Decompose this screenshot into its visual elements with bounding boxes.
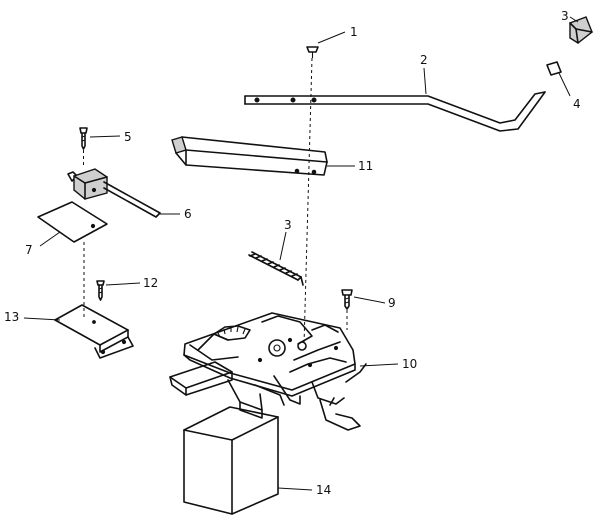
callout-11: 11 [358, 159, 373, 173]
part-3-spring [248, 251, 304, 286]
callout-6: 6 [184, 207, 192, 221]
part-11-channel [171, 136, 328, 176]
part-7-insulator-plate [37, 201, 108, 243]
callout-4: 4 [573, 97, 581, 111]
leader-lines [23, 16, 579, 491]
callout-5: 5 [124, 130, 132, 144]
callout-10: 10 [402, 357, 417, 371]
part-4-bushing [546, 61, 562, 76]
callout-14: 14 [316, 483, 331, 497]
part-5-screw [79, 127, 88, 150]
callout-13: 13 [4, 310, 19, 324]
part-12-screw [96, 280, 105, 301]
assembly-line-center [303, 57, 313, 346]
part-9-screw [341, 289, 353, 310]
callout-12: 12 [143, 276, 158, 290]
callout-3-spring: 3 [284, 218, 292, 232]
callout-3-cap: 3 [561, 9, 569, 23]
callout-labels: 1 2 3 4 5 6 7 11 3 12 9 13 10 14 [4, 9, 581, 497]
part-10-latch-base [169, 312, 367, 431]
switch-assembly [67, 168, 161, 218]
callout-1: 1 [350, 25, 358, 39]
part-13-bracket [54, 304, 134, 359]
callout-9: 9 [388, 296, 396, 310]
part-1-rivet [306, 46, 319, 58]
part-2-rod [244, 91, 546, 132]
callout-7: 7 [25, 243, 33, 257]
callout-2: 2 [420, 53, 428, 67]
part-14-housing [183, 406, 279, 515]
part-3-knob-cap [569, 16, 593, 44]
